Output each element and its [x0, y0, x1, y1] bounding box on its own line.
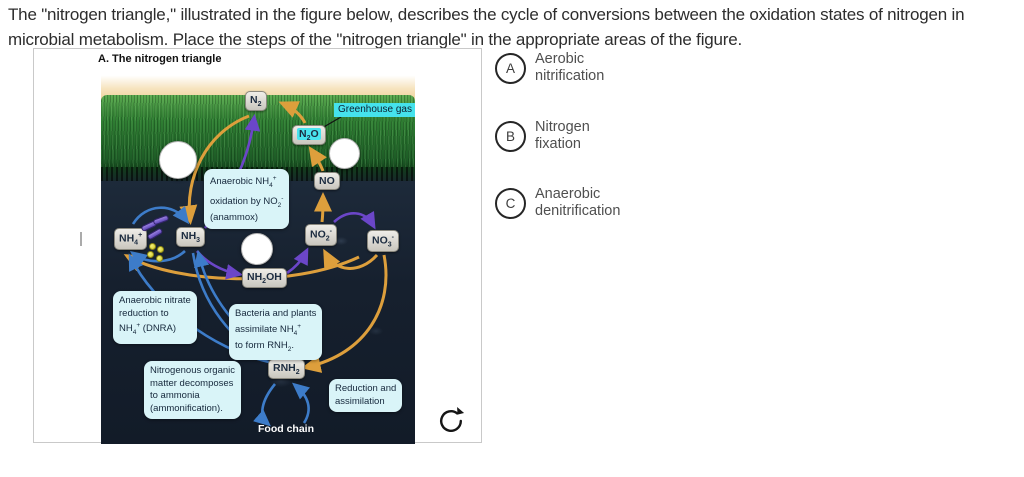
node-nh4: NH4+ — [114, 228, 148, 250]
option-c-circle[interactable]: C — [495, 188, 526, 219]
greenhouse-gas-label: Greenhouse gas — [334, 103, 415, 117]
node-rnh2: RNH2 — [268, 359, 305, 380]
figure-panel: A. The nitrogen triangle — [33, 48, 482, 444]
reset-icon — [440, 407, 465, 432]
n2o-highlight: N2O — [297, 128, 321, 143]
coccus-bacterium-icon — [147, 251, 154, 258]
reset-button[interactable] — [434, 405, 468, 439]
node-no2: NO2- — [305, 224, 337, 246]
node-no3: NO3- — [367, 230, 399, 252]
coccus-bacterium-icon — [157, 246, 164, 253]
coccus-bacterium-icon — [156, 255, 163, 262]
node-n2: N2 — [245, 91, 267, 112]
coccus-bacterium-icon — [149, 243, 156, 250]
bacteria-icon — [139, 214, 179, 267]
node-n2o: N2O — [292, 125, 326, 146]
node-nh2oh: NH2OH — [242, 268, 287, 289]
option-b-circle[interactable]: B — [495, 121, 526, 152]
question-text: The "nitrogen triangle," illustrated in … — [8, 5, 965, 49]
rod-bacterium-icon — [152, 214, 170, 226]
drop-target-fixation[interactable] — [159, 141, 197, 179]
node-no: NO — [314, 172, 340, 190]
option-a-circle[interactable]: A — [495, 53, 526, 84]
food-chain-label: Food chain — [258, 423, 314, 435]
node-nh3: NH3 — [176, 227, 206, 248]
rod-bacterium-icon — [146, 227, 164, 241]
greenhouse-pointer-line — [321, 116, 342, 129]
note-anammox: Anaerobic NH4+oxidation by NO2-(anammox) — [204, 169, 290, 229]
drop-target-nitrification[interactable] — [241, 233, 273, 265]
cursor-artifact — [80, 232, 82, 246]
figure-title: A. The nitrogen triangle — [98, 53, 222, 65]
nitrogen-triangle-illustration: N2 N2O NO NO2- NO3- NH4+ NH3 NH2OH RNH2 … — [101, 71, 415, 444]
drop-target-denitrification[interactable] — [329, 138, 360, 169]
